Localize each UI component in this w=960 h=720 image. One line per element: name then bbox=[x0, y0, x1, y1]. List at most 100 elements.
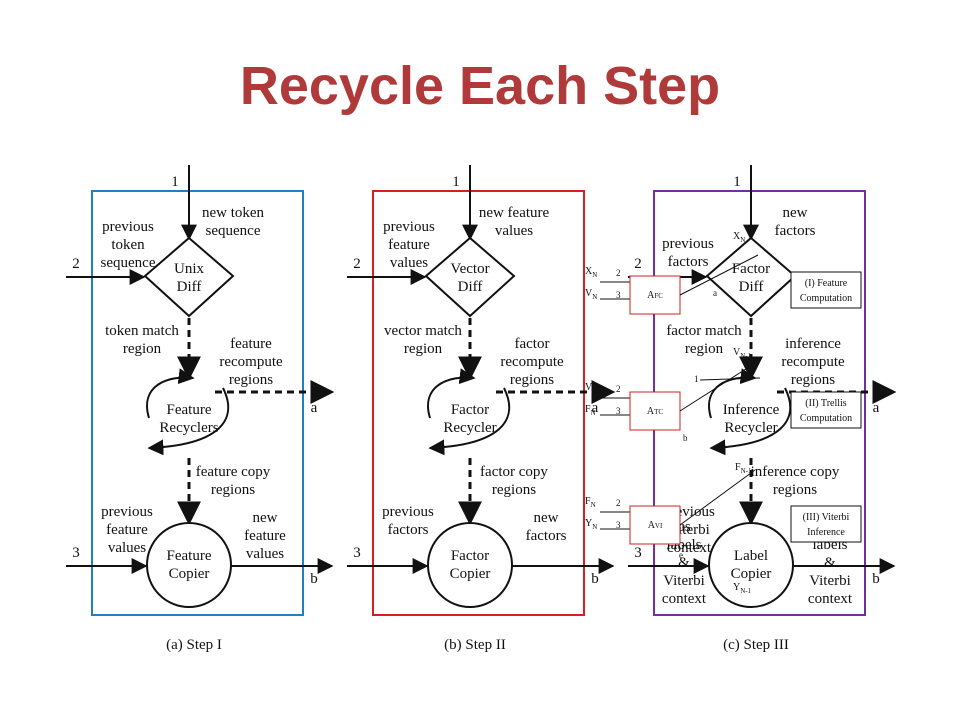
overlay-box-2-n-bottom: 3 bbox=[616, 406, 621, 416]
overlay-box-3-n-top: 2 bbox=[616, 498, 621, 508]
step3-recycler-loop-top bbox=[708, 368, 757, 419]
step2-copier-circle bbox=[427, 522, 513, 608]
step1-input-3-number: 3 bbox=[72, 545, 80, 561]
overlay-box-2-in-bottom: FN bbox=[585, 404, 596, 417]
step1-recycler-loop-top bbox=[146, 368, 195, 419]
overlay-box-1: XN VN 2 3 AFC a bbox=[585, 266, 717, 315]
overlay-box-3-label: AVI bbox=[648, 520, 663, 531]
step2-output-b-label: b bbox=[591, 571, 599, 587]
overlay-box-1-label: AFC bbox=[647, 290, 663, 301]
step2-input-3-number: 3 bbox=[353, 545, 361, 561]
overlay-connector-1 bbox=[679, 254, 759, 296]
step3-output-a-label: a bbox=[873, 400, 880, 416]
step2-diff-diamond bbox=[424, 236, 516, 318]
overlay-connector-4 bbox=[699, 377, 761, 381]
overlay-box-3-in-bottom: YN bbox=[585, 518, 597, 531]
overlay-connector-3 bbox=[679, 469, 756, 526]
step3-diff-diamond bbox=[705, 236, 797, 318]
overlay-box-2-in-top: VN bbox=[585, 382, 597, 395]
step2-recycler-loop-bottom bbox=[428, 387, 511, 456]
step1-copier-circle bbox=[146, 522, 232, 608]
step3-recycler-loop-bottom bbox=[709, 387, 792, 456]
overlay-small-e: e bbox=[679, 550, 683, 560]
overlay-box-1-n-top: 2 bbox=[616, 268, 621, 278]
step1-frame bbox=[91, 190, 304, 616]
step2-input-1-number: 1 bbox=[452, 174, 460, 190]
overlay-signal-vn1: VN-1 bbox=[733, 347, 752, 360]
step2-recycler-loop-top bbox=[427, 368, 476, 419]
step2-caption: (b) Step II bbox=[444, 637, 506, 653]
overlay-box-2-label: ATC bbox=[647, 406, 664, 417]
overlay-box-2-n-top: 2 bbox=[616, 384, 621, 394]
step1-recycler-loop-bottom bbox=[147, 387, 230, 456]
step2-input-2-number: 2 bbox=[353, 256, 361, 272]
step1-input-1-number: 1 bbox=[171, 174, 179, 190]
overlay-signal-fn1: FN-1 bbox=[735, 462, 752, 475]
overlay-box-1-out: a bbox=[713, 288, 717, 298]
step1-caption: (a) Step I bbox=[166, 637, 222, 653]
step2-frame bbox=[372, 190, 585, 616]
step1-input-2-number: 2 bbox=[72, 256, 80, 272]
step3-input-3-number: 3 bbox=[634, 545, 642, 561]
step2-output-a-label: a bbox=[592, 400, 599, 416]
step1-output-a-label: a bbox=[311, 400, 318, 416]
overlay-signal-yn1: YN-1 bbox=[733, 582, 752, 595]
overlay-small-1: 1 bbox=[694, 374, 699, 384]
overlay-connector-2 bbox=[679, 359, 761, 412]
overlay-small-b: b bbox=[683, 433, 688, 443]
step3-input-1-number: 1 bbox=[733, 174, 741, 190]
step3-input-2-number: 2 bbox=[634, 256, 642, 272]
overlay-box-2-rect bbox=[629, 391, 681, 431]
overlay-box-1-n-bottom: 3 bbox=[616, 290, 621, 300]
overlay-box-1-in-bottom: VN bbox=[585, 288, 597, 301]
computation-box-1-rect bbox=[790, 271, 862, 309]
page-title: Recycle Each Step bbox=[239, 56, 721, 116]
overlay-box-3-n-bottom: 3 bbox=[616, 520, 621, 530]
step1-diff-diamond bbox=[143, 236, 235, 318]
overlay-signal-xn: XN bbox=[733, 231, 745, 244]
overlay-box-1-in-top: XN bbox=[585, 266, 597, 279]
overlay-box-2: VN FN 2 3 ATC bbox=[585, 382, 681, 431]
overlay-box-3-in-top: FN bbox=[585, 496, 596, 509]
step1-output-b-label: b bbox=[310, 571, 318, 587]
computation-box-3-rect bbox=[790, 505, 862, 543]
step3-caption: (c) Step III bbox=[723, 637, 789, 653]
